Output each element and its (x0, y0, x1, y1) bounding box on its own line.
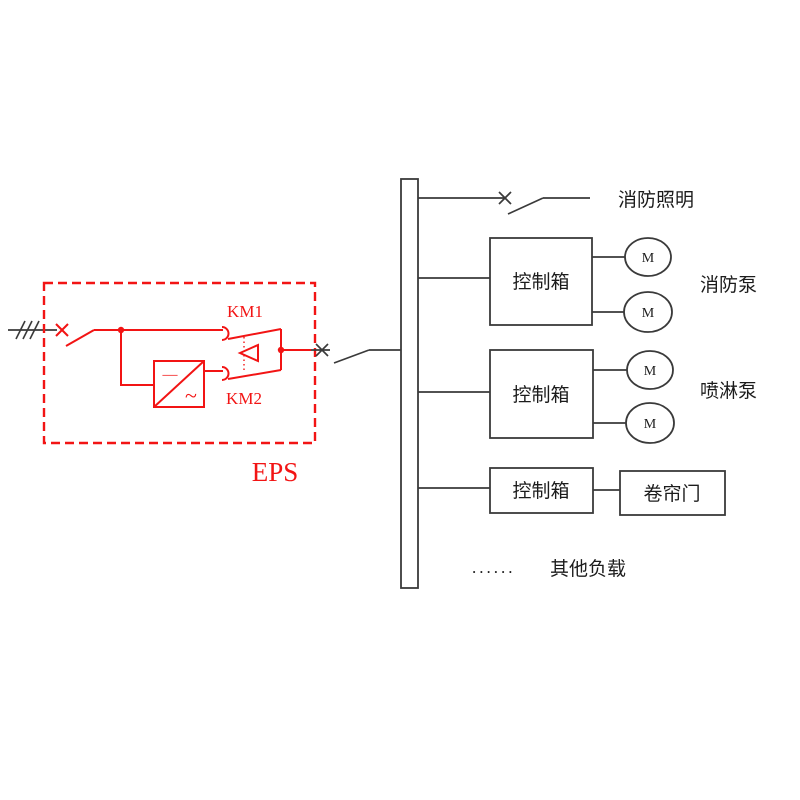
bus-bar (400, 178, 419, 589)
branch-label: 消防泵 (700, 274, 757, 296)
motor-icon: M (623, 291, 673, 333)
contactor-contact-icon (221, 326, 230, 341)
motor-icon: M (626, 350, 674, 390)
ellipsis-dots: ...... (472, 558, 516, 577)
motor-label: M (644, 417, 657, 432)
eps-dashed-boundary (42, 281, 317, 445)
motor-label: M (644, 364, 657, 379)
control-box (489, 349, 594, 439)
switch-blade-icon (507, 197, 544, 215)
switch-blade-icon (333, 349, 370, 364)
motor-icon: M (624, 237, 672, 277)
branch-label: 消防照明 (618, 189, 694, 211)
inverter-unit: — ~ (153, 360, 205, 408)
inverter-diagonal (153, 360, 205, 408)
km1-label: KM1 (227, 302, 263, 321)
branch-sprinkler-pump: 控制箱 M M 喷淋泵 (418, 349, 757, 444)
wire (120, 330, 154, 386)
km2-label: KM2 (226, 389, 262, 408)
branch-rolling-shutter: 控制箱 卷帘门 (418, 467, 726, 516)
ac-symbol-icon: ~ (185, 383, 197, 408)
branch-other-loads: ...... 其他负载 (472, 558, 626, 580)
dc-symbol-icon: — (162, 367, 179, 383)
eps-label: EPS (252, 457, 299, 487)
control-box-label: 控制箱 (512, 480, 569, 502)
mechanical-interlock-icon (237, 337, 259, 373)
control-box-label: 控制箱 (512, 384, 569, 406)
motor-icon: M (625, 402, 675, 444)
control-box (489, 467, 594, 514)
motor-label: M (642, 306, 655, 321)
breaker-x-icon (55, 323, 69, 337)
branch-fire-lighting: 消防照明 (418, 189, 694, 215)
branch-label: 其他负载 (550, 558, 626, 580)
control-box (489, 237, 593, 326)
km1-contactor: KM1 (221, 302, 282, 341)
shutter-door-label: 卷帘门 (643, 483, 700, 505)
shutter-door-box (619, 470, 726, 516)
contactor-blade-icon (227, 369, 282, 380)
switch-blade-icon (65, 329, 95, 347)
motor-label: M (642, 251, 655, 266)
breaker-x-icon (315, 343, 329, 357)
km2-contactor: KM2 (221, 366, 282, 408)
contactor-blade-icon (227, 328, 282, 340)
contactor-contact-icon (221, 366, 230, 381)
control-box-label: 控制箱 (512, 271, 569, 293)
branch-label: 喷淋泵 (700, 380, 757, 402)
three-phase-hatch-icon (15, 320, 40, 340)
eps-unit: — ~ KM1 KM2 EPS (42, 281, 317, 487)
mains-input (8, 320, 57, 340)
breaker-x-icon (498, 191, 512, 205)
eps-to-bus-link (311, 343, 401, 364)
branch-fire-pump: 控制箱 M M 消防泵 (418, 237, 757, 333)
